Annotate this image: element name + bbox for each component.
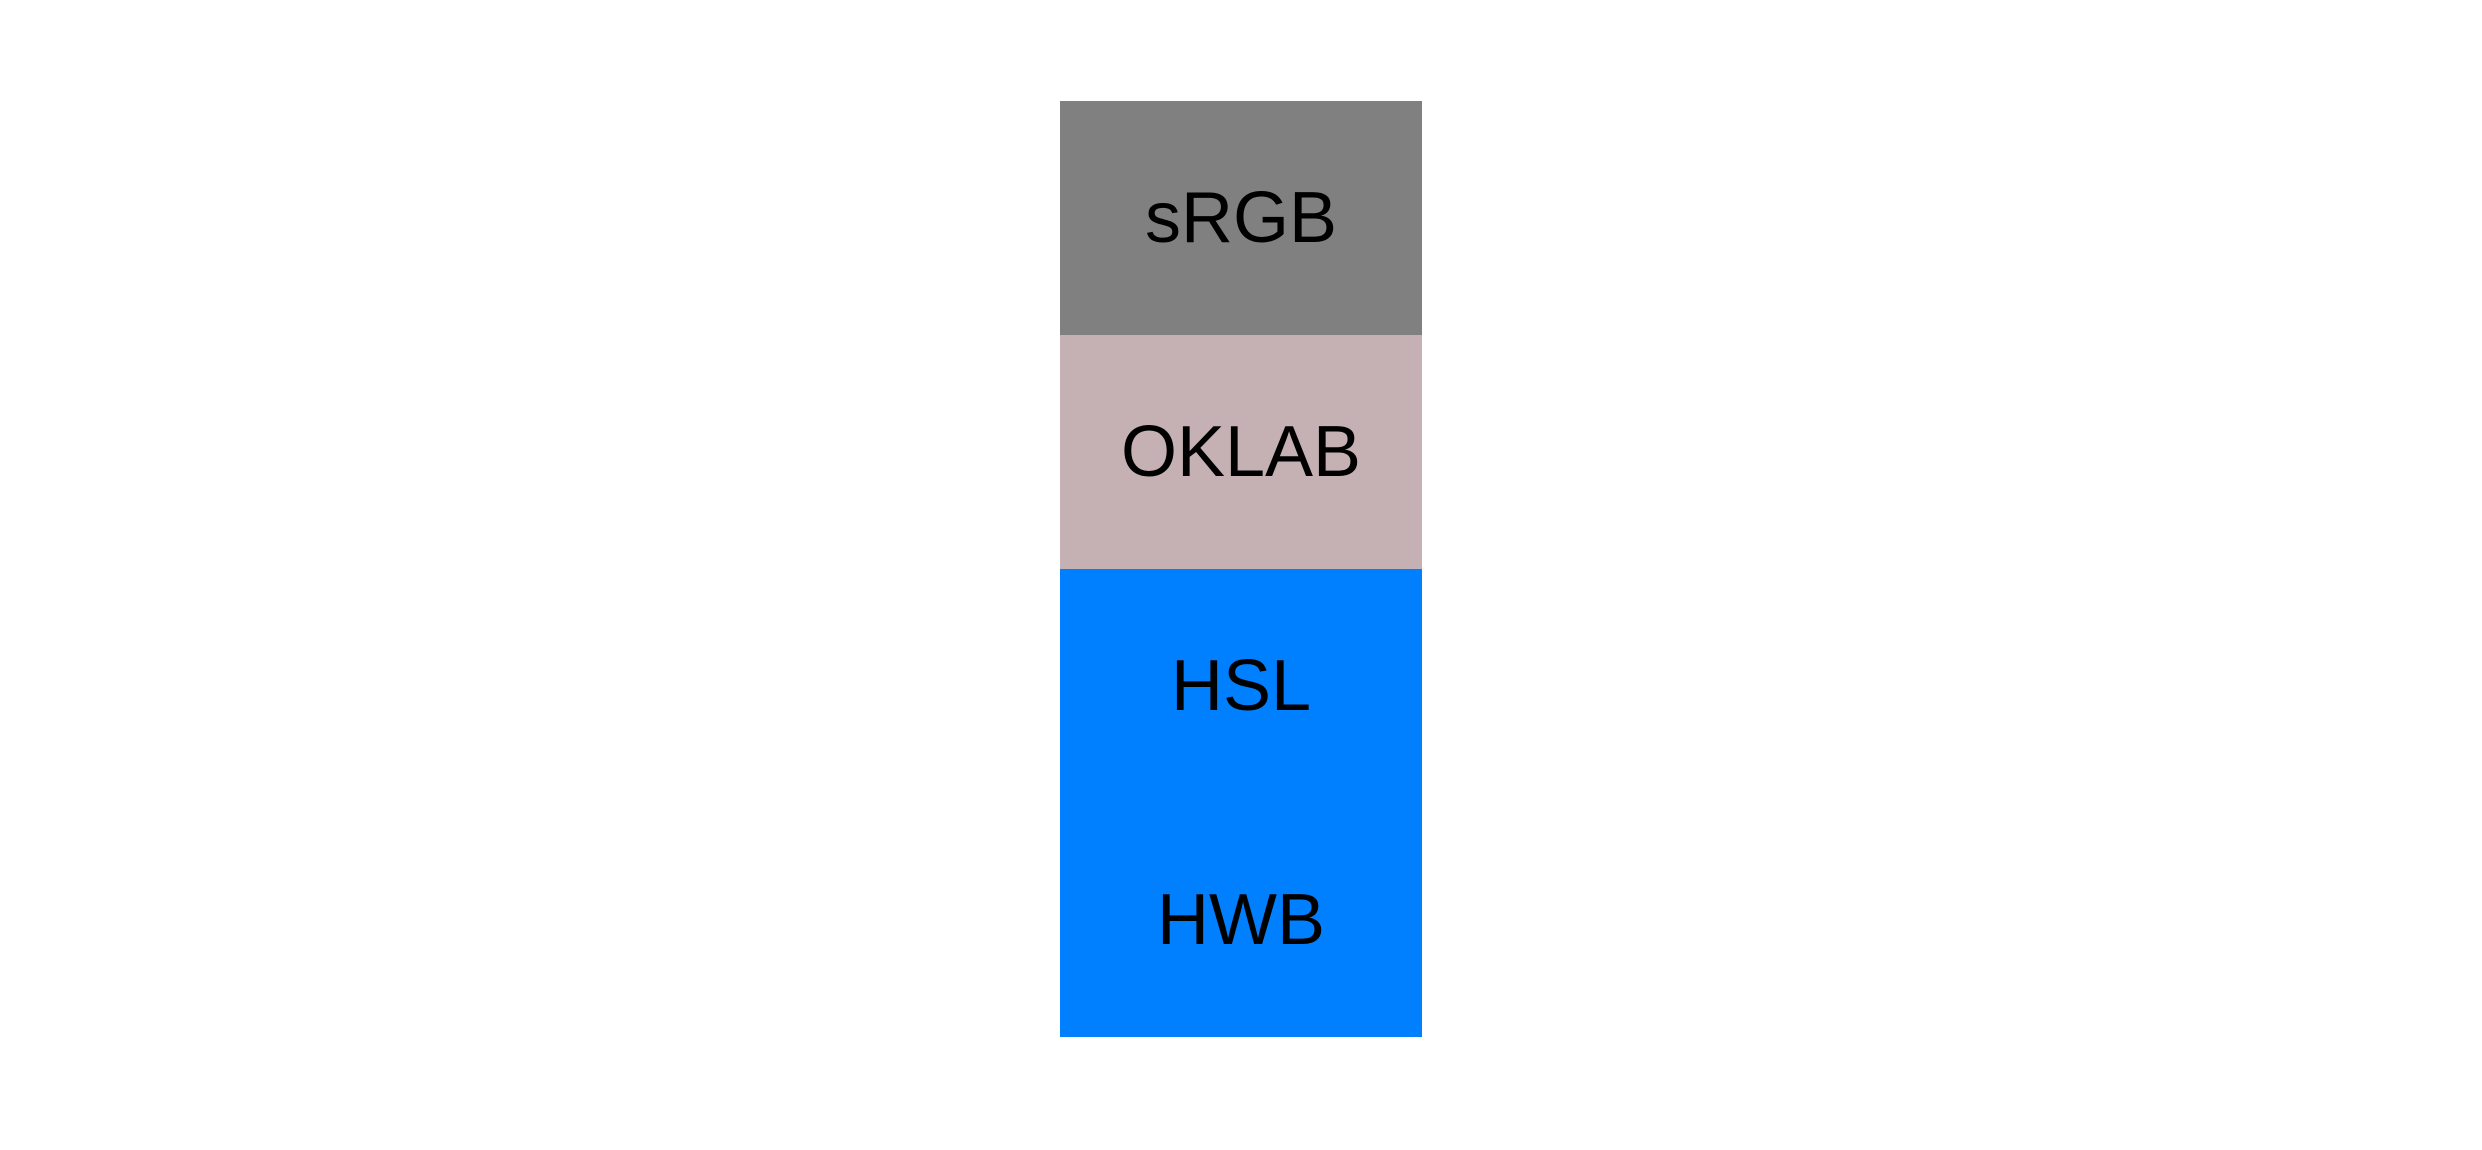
swatch-oklab[interactable]: OKLAB xyxy=(1060,335,1422,569)
swatch-hwb[interactable]: HWB xyxy=(1060,803,1422,1037)
color-swatch-stack: sRGB OKLAB HSL HWB xyxy=(1060,101,1422,1037)
swatch-label-oklab: OKLAB xyxy=(1120,412,1362,492)
swatch-srgb[interactable]: sRGB xyxy=(1060,101,1422,335)
swatch-label-hwb: HWB xyxy=(1157,880,1325,960)
swatch-hsl[interactable]: HSL xyxy=(1060,569,1422,803)
swatch-label-hsl: HSL xyxy=(1170,646,1312,726)
swatch-label-srgb: sRGB xyxy=(1144,178,1338,258)
